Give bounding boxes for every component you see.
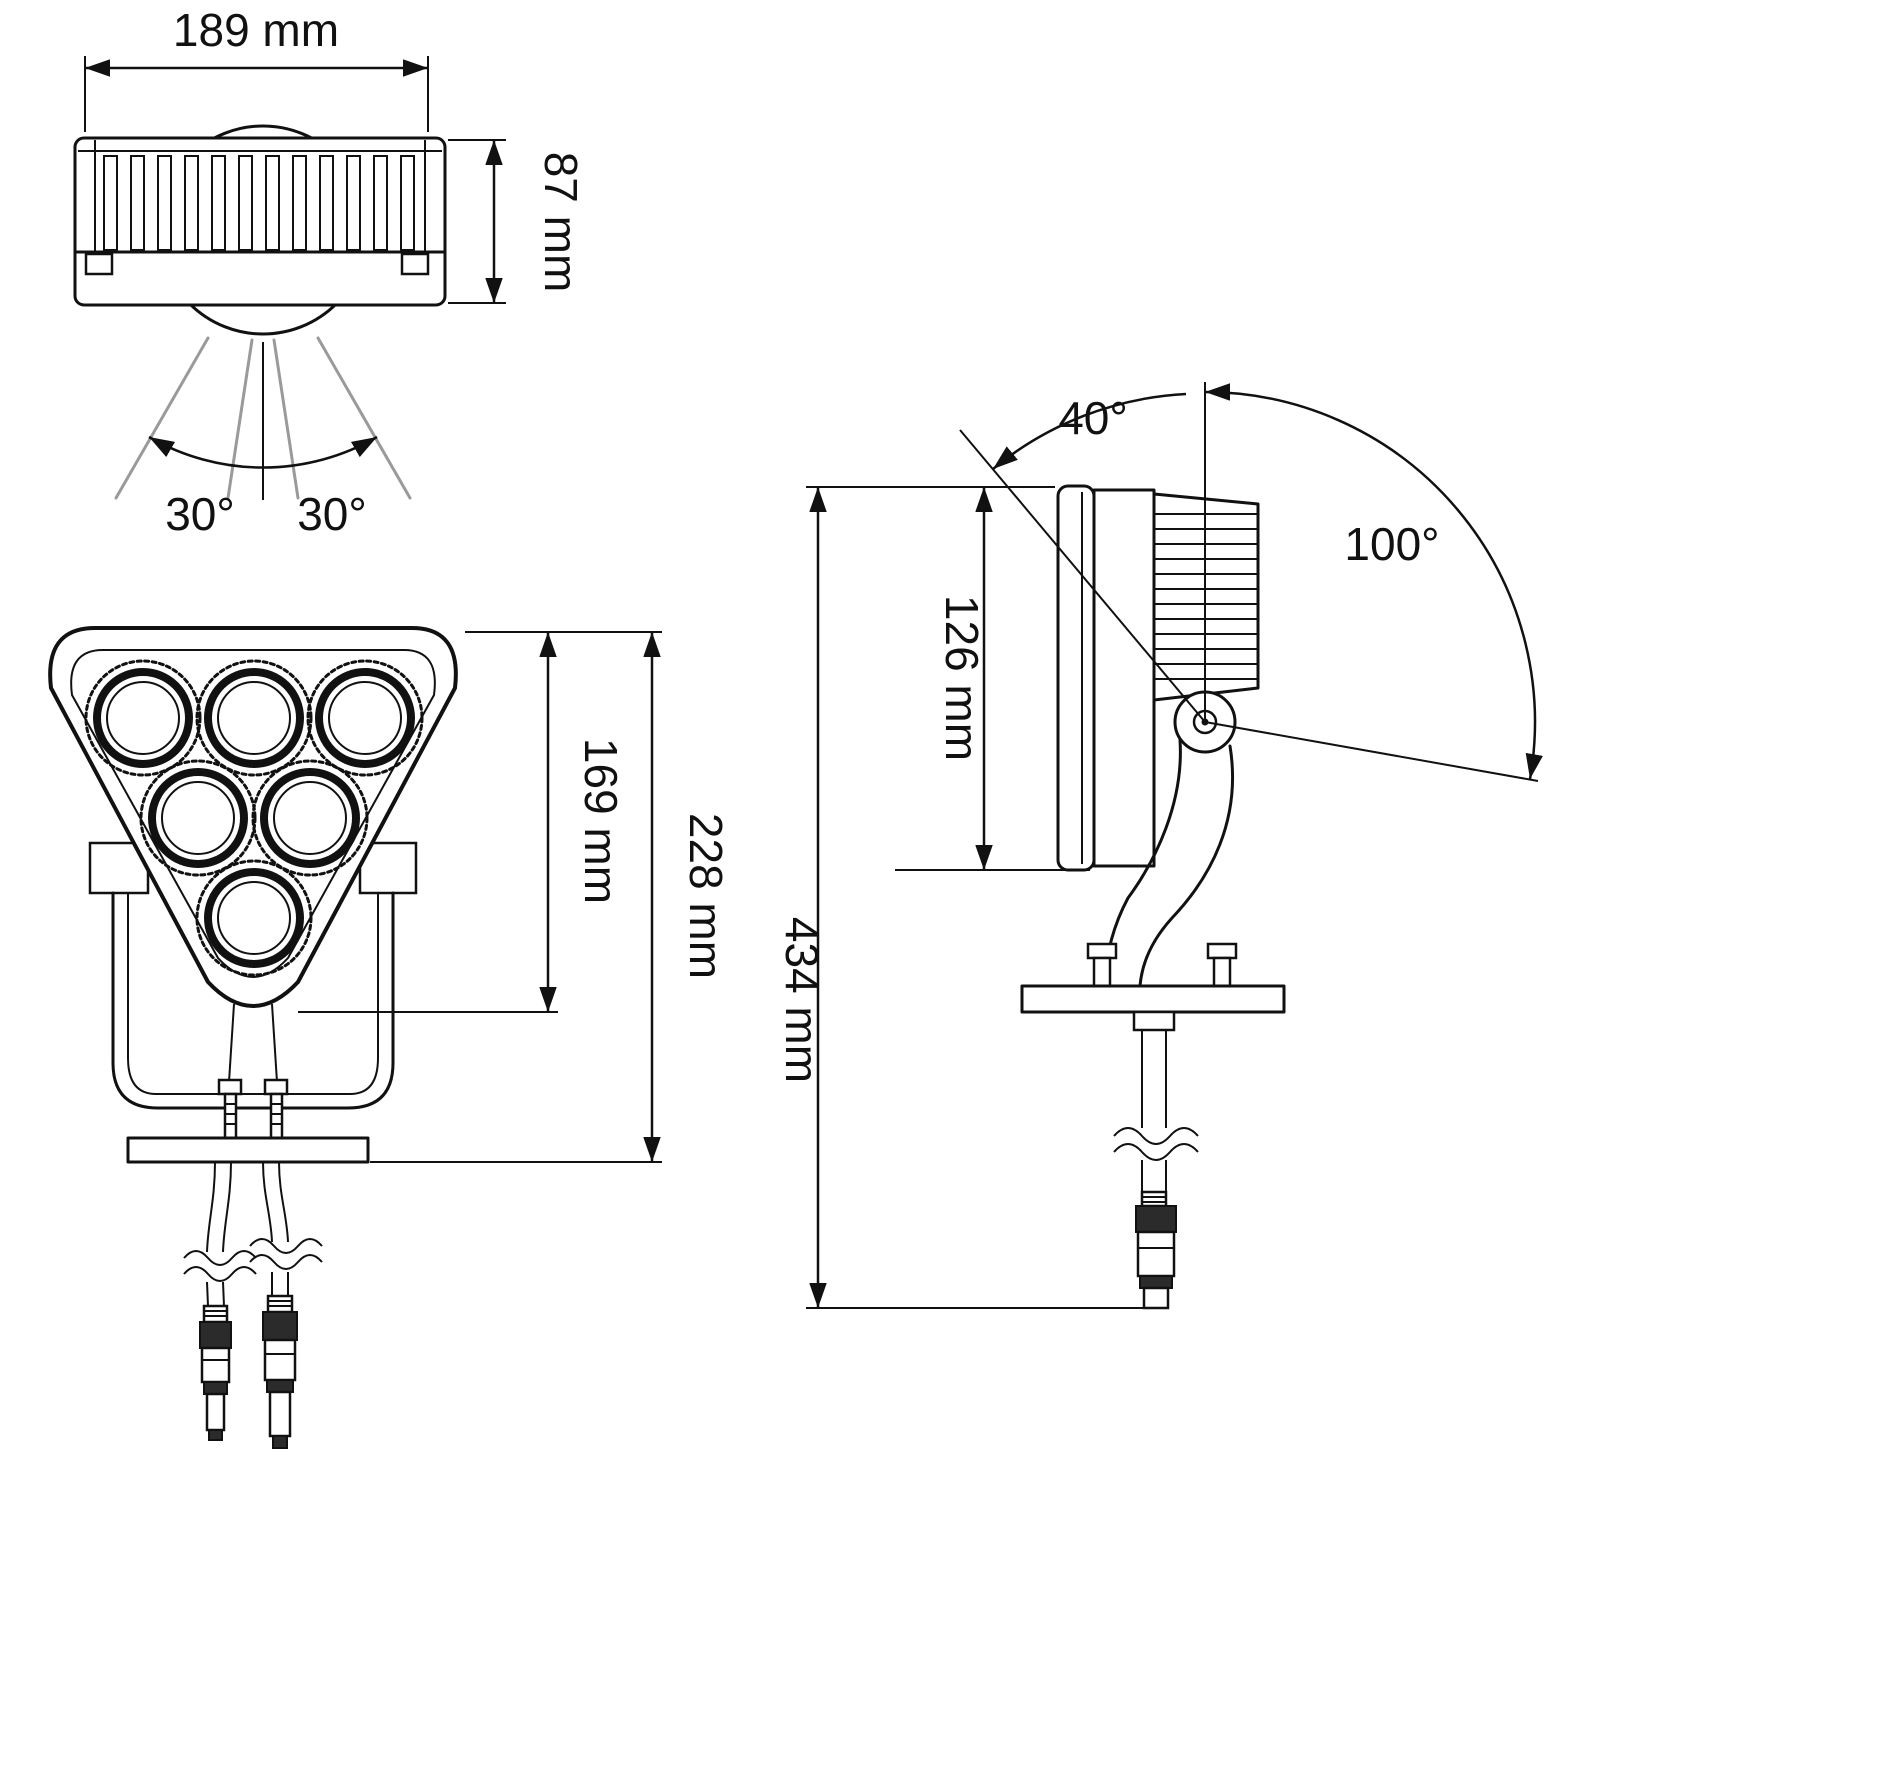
top-view-housing: [73, 136, 447, 307]
swivel-angle-label: 100°: [1344, 518, 1439, 570]
top-width-dimension: 189 mm: [84, 4, 429, 132]
led-lenses: [84, 659, 424, 977]
heatsink-fins-top: [103, 155, 415, 251]
cable-break-mark: [1113, 1127, 1199, 1161]
top-view: 30° 30° 189 mm 87 mm: [73, 4, 587, 540]
cable-gland: [1132, 1010, 1176, 1032]
head-height-dimension: 169 mm: [298, 632, 627, 1013]
cables-front: [183, 1161, 323, 1449]
bracket-arm-side: [1020, 738, 1286, 1032]
top-width-label: 189 mm: [173, 4, 339, 56]
cable-break-mark: [249, 1238, 323, 1270]
total-height-dimension: 434 mm: [776, 486, 1150, 1309]
beam-angle-right-label: 30°: [297, 488, 367, 540]
beam-spread-lines: [114, 336, 412, 500]
tilt-angle-label: 40°: [1058, 392, 1128, 444]
housing-side: [1092, 488, 1156, 868]
mount-bolt: [217, 1078, 243, 1140]
front-bezel-side: [1056, 484, 1096, 872]
cable-connector: [199, 1304, 232, 1441]
cable-break-mark: [183, 1250, 257, 1282]
base-plate-front: [126, 1136, 370, 1164]
base-plate-side: [1020, 984, 1286, 1014]
led-lens: [139, 759, 257, 877]
beam-angle-dimension: 30° 30°: [148, 435, 378, 540]
mount-height-label: 228 mm: [680, 813, 732, 979]
swivel-limit-line: [1204, 721, 1539, 782]
led-lens: [195, 659, 313, 777]
top-depth-label: 87 mm: [535, 152, 587, 293]
beam-angle-left-label: 30°: [165, 488, 235, 540]
cable-connector: [1135, 1190, 1177, 1310]
tilt-angle-dimension: 40°: [992, 392, 1187, 470]
led-lens: [84, 659, 202, 777]
plate-bolt: [1206, 942, 1238, 988]
led-lens: [306, 659, 424, 777]
top-depth-dimension: 87 mm: [448, 139, 587, 304]
front-view: 169 mm 228 mm: [48, 626, 732, 1449]
led-lens: [251, 759, 369, 877]
mount-bolt: [263, 1078, 289, 1140]
plate-bolt: [1086, 942, 1118, 988]
side-view: 40° 100° 126 mm 434 mm: [776, 382, 1543, 1310]
head-height-label: 169 mm: [575, 738, 627, 904]
cable-side: [1113, 1030, 1199, 1310]
tilt-axis-line: [959, 429, 1206, 723]
led-lens: [195, 859, 313, 977]
side-body-height-label: 126 mm: [936, 595, 988, 761]
u-bracket-front: [111, 891, 395, 1164]
mount-height-dimension: 228 mm: [370, 631, 732, 1163]
swivel-angle-dimension: 100°: [1204, 383, 1543, 780]
total-height-label: 434 mm: [776, 917, 828, 1083]
cable-connector: [262, 1294, 298, 1449]
side-body-height-dimension: 126 mm: [895, 487, 1090, 871]
